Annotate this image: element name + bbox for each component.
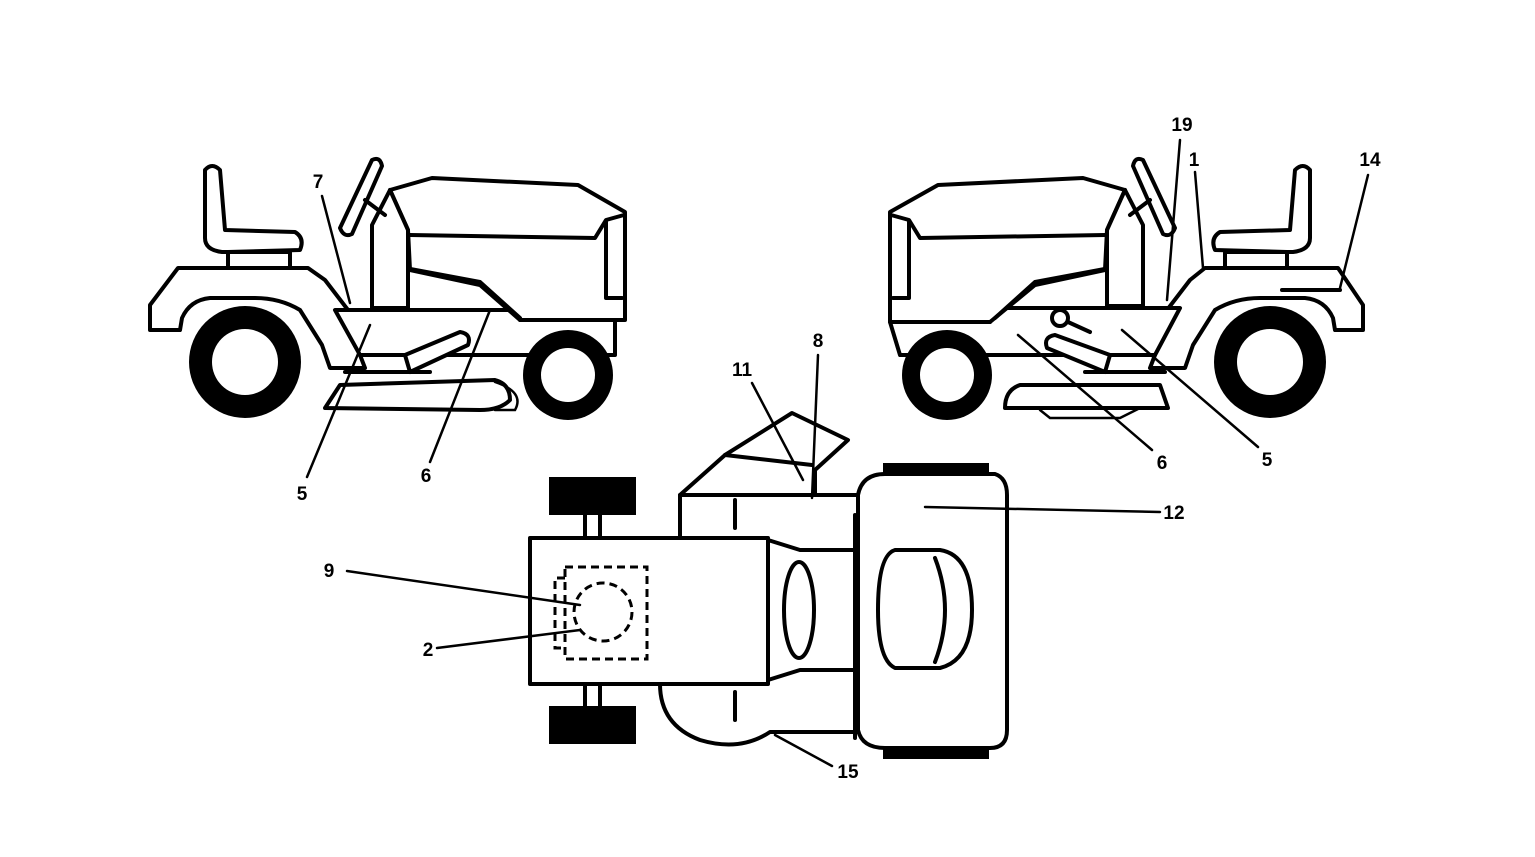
right-hood [888, 176, 1127, 324]
callout-top-12: 12 [1163, 503, 1184, 524]
leader-lines [305, 138, 1370, 768]
tractor-left-side-view [148, 156, 627, 420]
top-seat [876, 548, 974, 670]
left-dash [370, 188, 410, 310]
left-seat [203, 164, 304, 270]
callout-left-5: 5 [297, 484, 308, 505]
callout-top-2: 2 [423, 640, 434, 661]
top-front-tire-upper [549, 477, 636, 515]
top-discharge-chute [678, 411, 850, 497]
callout-right-6: 6 [1157, 453, 1168, 474]
right-seat [1211, 164, 1312, 270]
callout-right-1: 1 [1189, 150, 1200, 171]
tractor-top-view [528, 411, 1009, 759]
top-engine-outline [572, 581, 634, 643]
callout-top-15: 15 [837, 762, 859, 783]
callout-left-7: 7 [313, 172, 324, 193]
left-hood [388, 176, 627, 322]
right-mower-deck [1003, 383, 1170, 410]
callout-right-19: 19 [1171, 115, 1192, 136]
left-mower-deck [323, 378, 512, 412]
tractor-right-side-view [888, 156, 1365, 420]
callout-top-8: 8 [813, 331, 824, 352]
top-steering-wheel [782, 560, 816, 660]
callout-right-14: 14 [1359, 150, 1381, 171]
callout-left-6: 6 [421, 466, 432, 487]
left-steering-wheel [338, 156, 384, 238]
callout-top-11: 11 [732, 360, 753, 381]
right-dash [1105, 188, 1145, 308]
callout-right-5: 5 [1262, 450, 1273, 471]
callout-labels: 7 5 6 19 1 14 6 5 11 8 12 9 2 15 [297, 115, 1381, 783]
callout-top-9: 9 [324, 561, 335, 582]
top-front-tire-lower [549, 706, 636, 744]
